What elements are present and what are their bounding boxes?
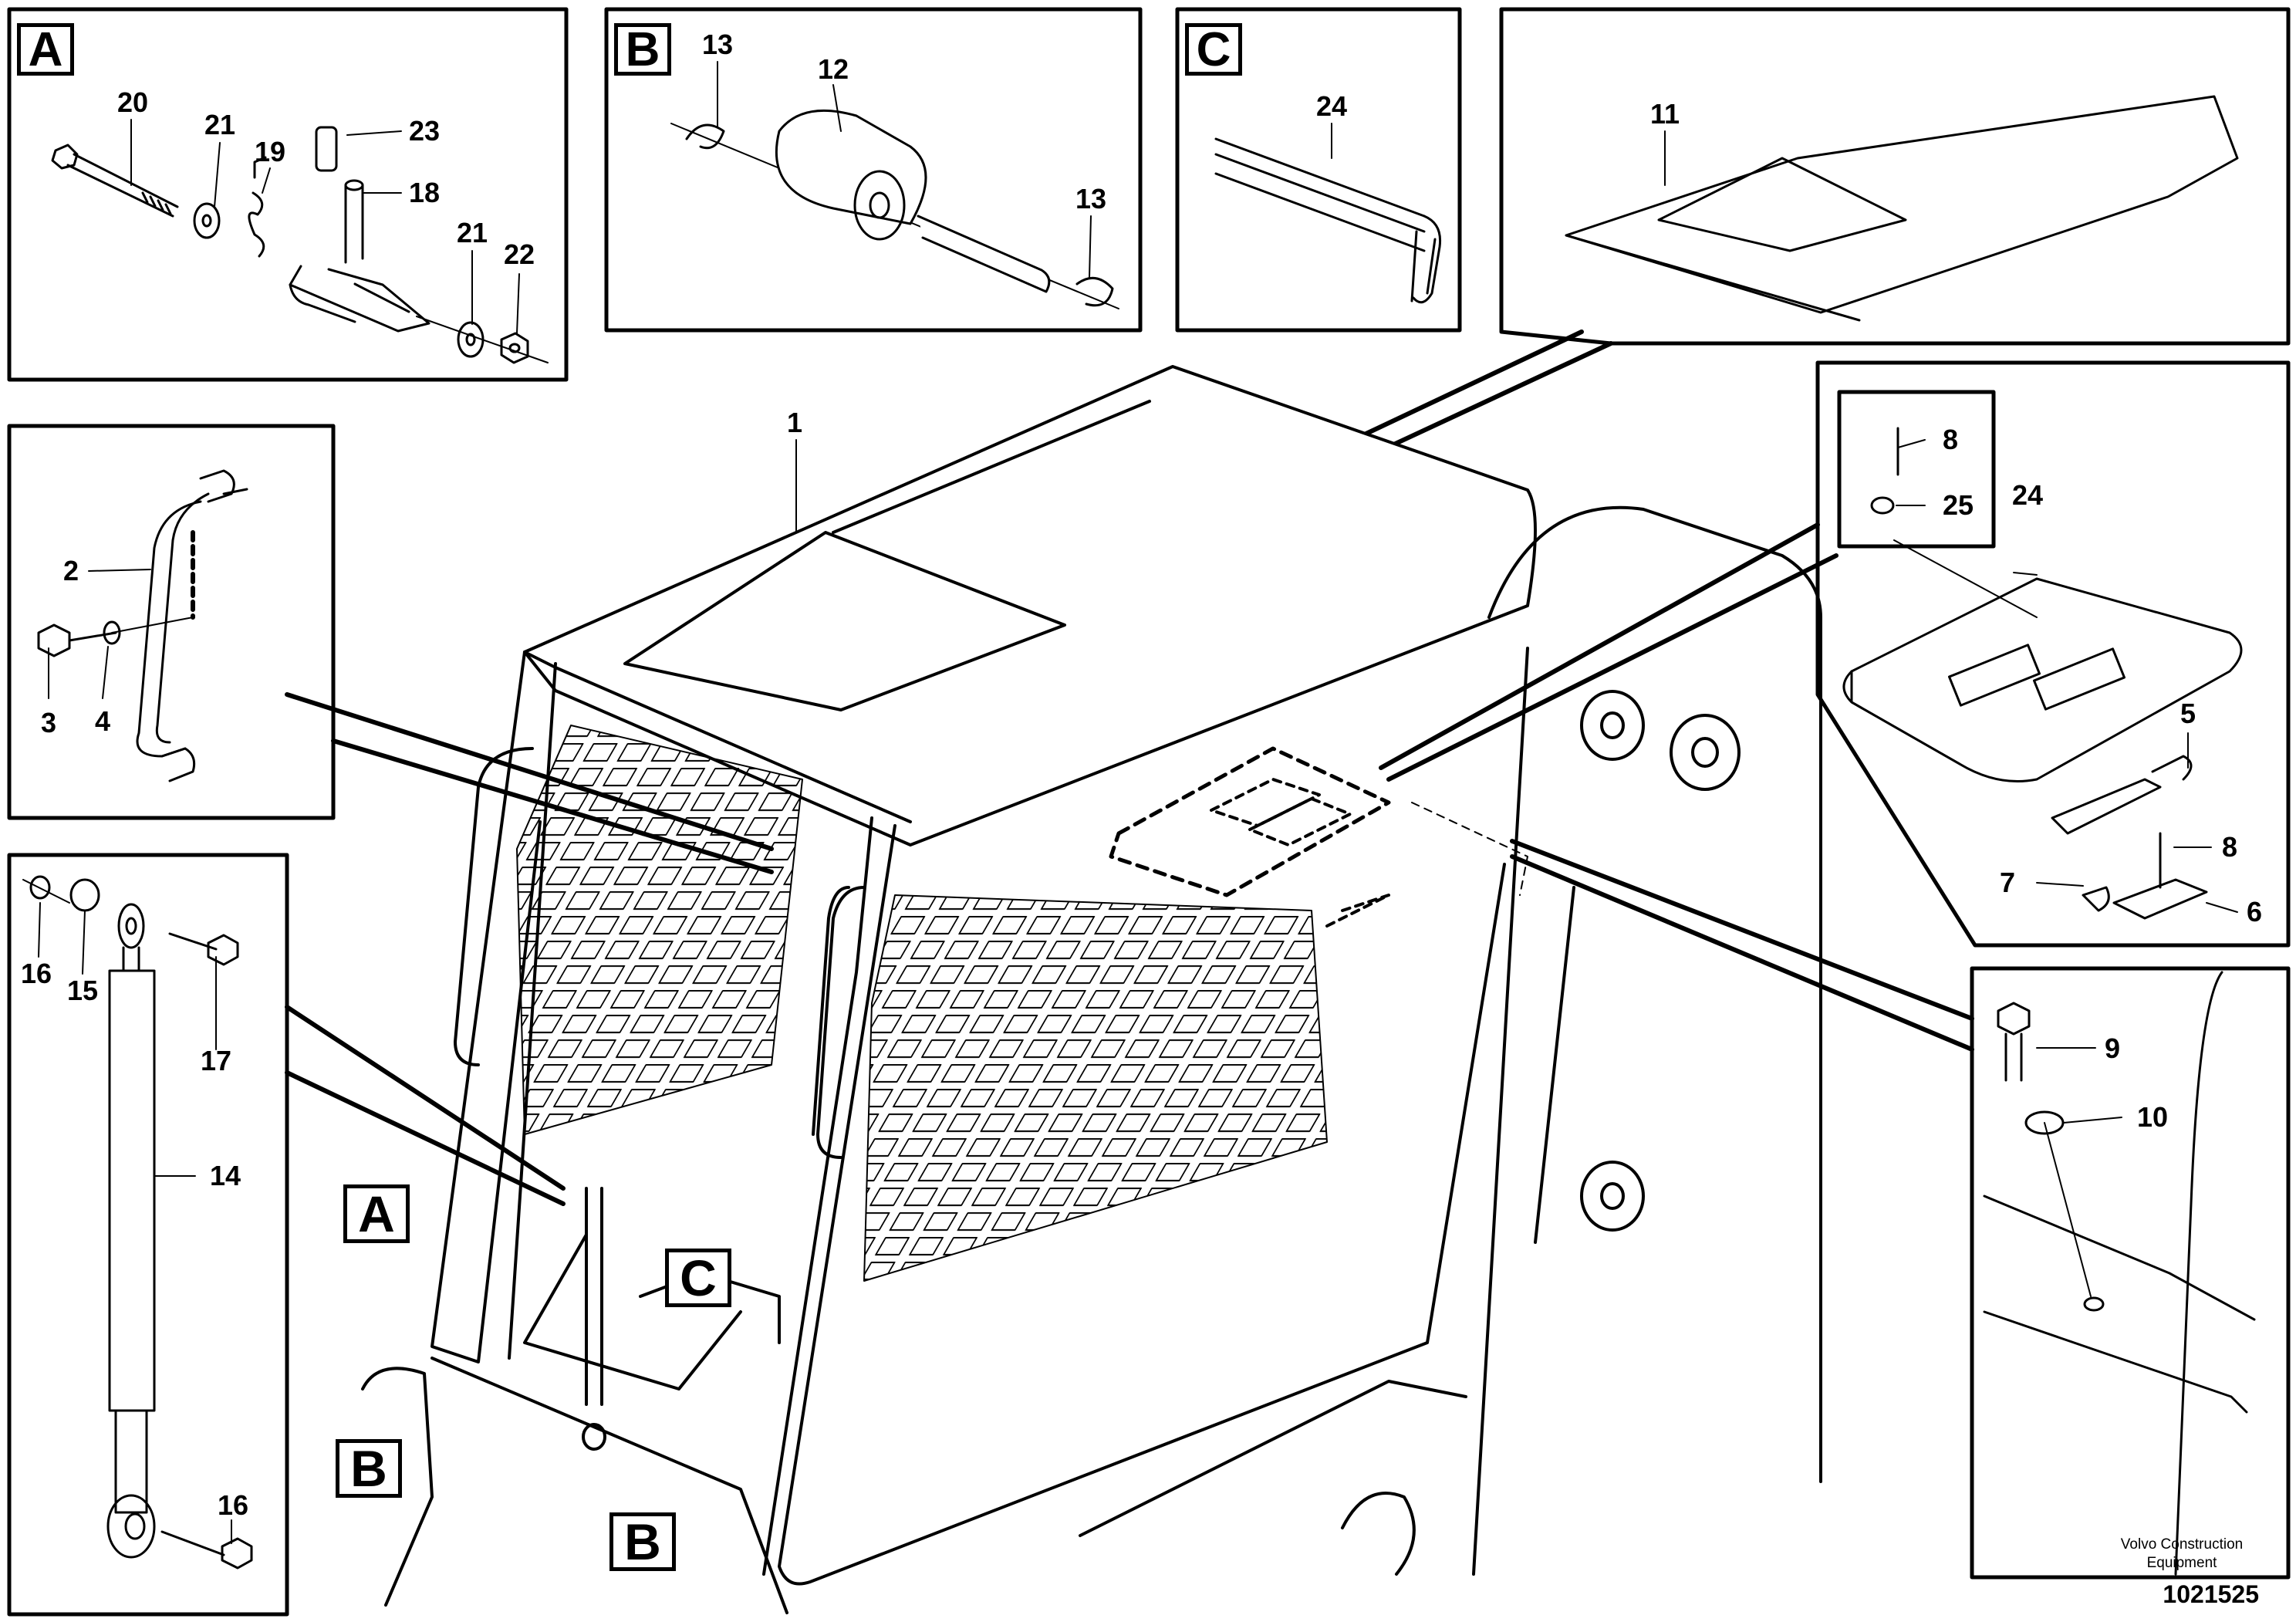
detail-label-a-main: A xyxy=(343,1184,410,1243)
detail-b-roller xyxy=(670,109,1119,309)
callout-part: 24 xyxy=(2011,479,2044,511)
detail-label-a: A xyxy=(17,23,74,76)
detail-c-strip xyxy=(1214,137,1442,304)
detail-label-c-main: C xyxy=(665,1249,731,1307)
detail-frame-seat xyxy=(1815,360,2291,948)
grille-mesh xyxy=(516,725,1328,1282)
detail-label-c: C xyxy=(1185,23,1242,76)
detail-seat xyxy=(1842,427,2243,920)
callout-part: 10 xyxy=(2136,1101,2169,1133)
detail-roof-panel xyxy=(1565,95,2239,322)
detail-frame-gas-strut xyxy=(7,853,289,1617)
publisher-name: Volvo Construction Equipment xyxy=(2120,1536,2244,1571)
callout-part: 16 xyxy=(20,958,52,989)
callout-part: 15 xyxy=(66,975,99,1006)
detail-gas-strut xyxy=(22,875,253,1570)
detail-label-b-main-left: B xyxy=(336,1439,402,1498)
callout-part: 22 xyxy=(503,238,535,270)
callout-part: 19 xyxy=(254,136,286,167)
callout-part: 2 xyxy=(62,555,79,586)
document-number: 1021525 xyxy=(2163,1580,2259,1608)
callout-part: 21 xyxy=(456,217,488,248)
callout-part: 7 xyxy=(1999,867,2016,898)
callout-part: 25 xyxy=(1942,489,1974,521)
callout-part: 11 xyxy=(1649,98,1680,130)
detail-frame-seat-bolt xyxy=(1837,390,1996,549)
callout-part: 14 xyxy=(209,1160,241,1191)
callout-part: 20 xyxy=(116,86,149,118)
callout-part: 24 xyxy=(1315,90,1348,122)
detail-frame-a xyxy=(7,7,569,382)
detail-label-b: B xyxy=(614,23,671,76)
callout-part: 16 xyxy=(217,1489,249,1521)
callout-part: 13 xyxy=(701,29,734,60)
detail-frames xyxy=(7,7,2291,1617)
detail-a-latch xyxy=(51,126,549,364)
callout-part: 8 xyxy=(2221,831,2238,863)
callout-part: 9 xyxy=(2104,1032,2121,1064)
callout-part: 8 xyxy=(1942,424,1959,455)
callout-leaders xyxy=(38,61,2238,1544)
callout-part: 3 xyxy=(40,707,57,738)
callout-part: 6 xyxy=(2246,896,2263,928)
detail-label-b-main-right: B xyxy=(609,1512,676,1571)
detail-frame-roof-panel xyxy=(1499,7,2291,346)
callout-part: 17 xyxy=(200,1045,232,1076)
callout-part: 13 xyxy=(1075,183,1107,215)
callout-part: 12 xyxy=(817,53,849,85)
callout-part: 21 xyxy=(204,109,236,140)
detail-frame-fastener xyxy=(1970,966,2291,1580)
callout-part: 4 xyxy=(94,705,111,737)
callout-part: 23 xyxy=(408,115,441,147)
detail-fastener xyxy=(1983,971,2256,1576)
detail-frame-handle xyxy=(7,424,336,820)
machine-body xyxy=(361,365,1822,1614)
detail-frame-c xyxy=(1175,7,1462,333)
callout-part: 18 xyxy=(408,177,441,208)
callout-part: 1 xyxy=(786,407,803,438)
detail-handle xyxy=(37,469,248,782)
callout-part: 5 xyxy=(2180,698,2196,729)
detail-frame-b xyxy=(604,7,1143,333)
